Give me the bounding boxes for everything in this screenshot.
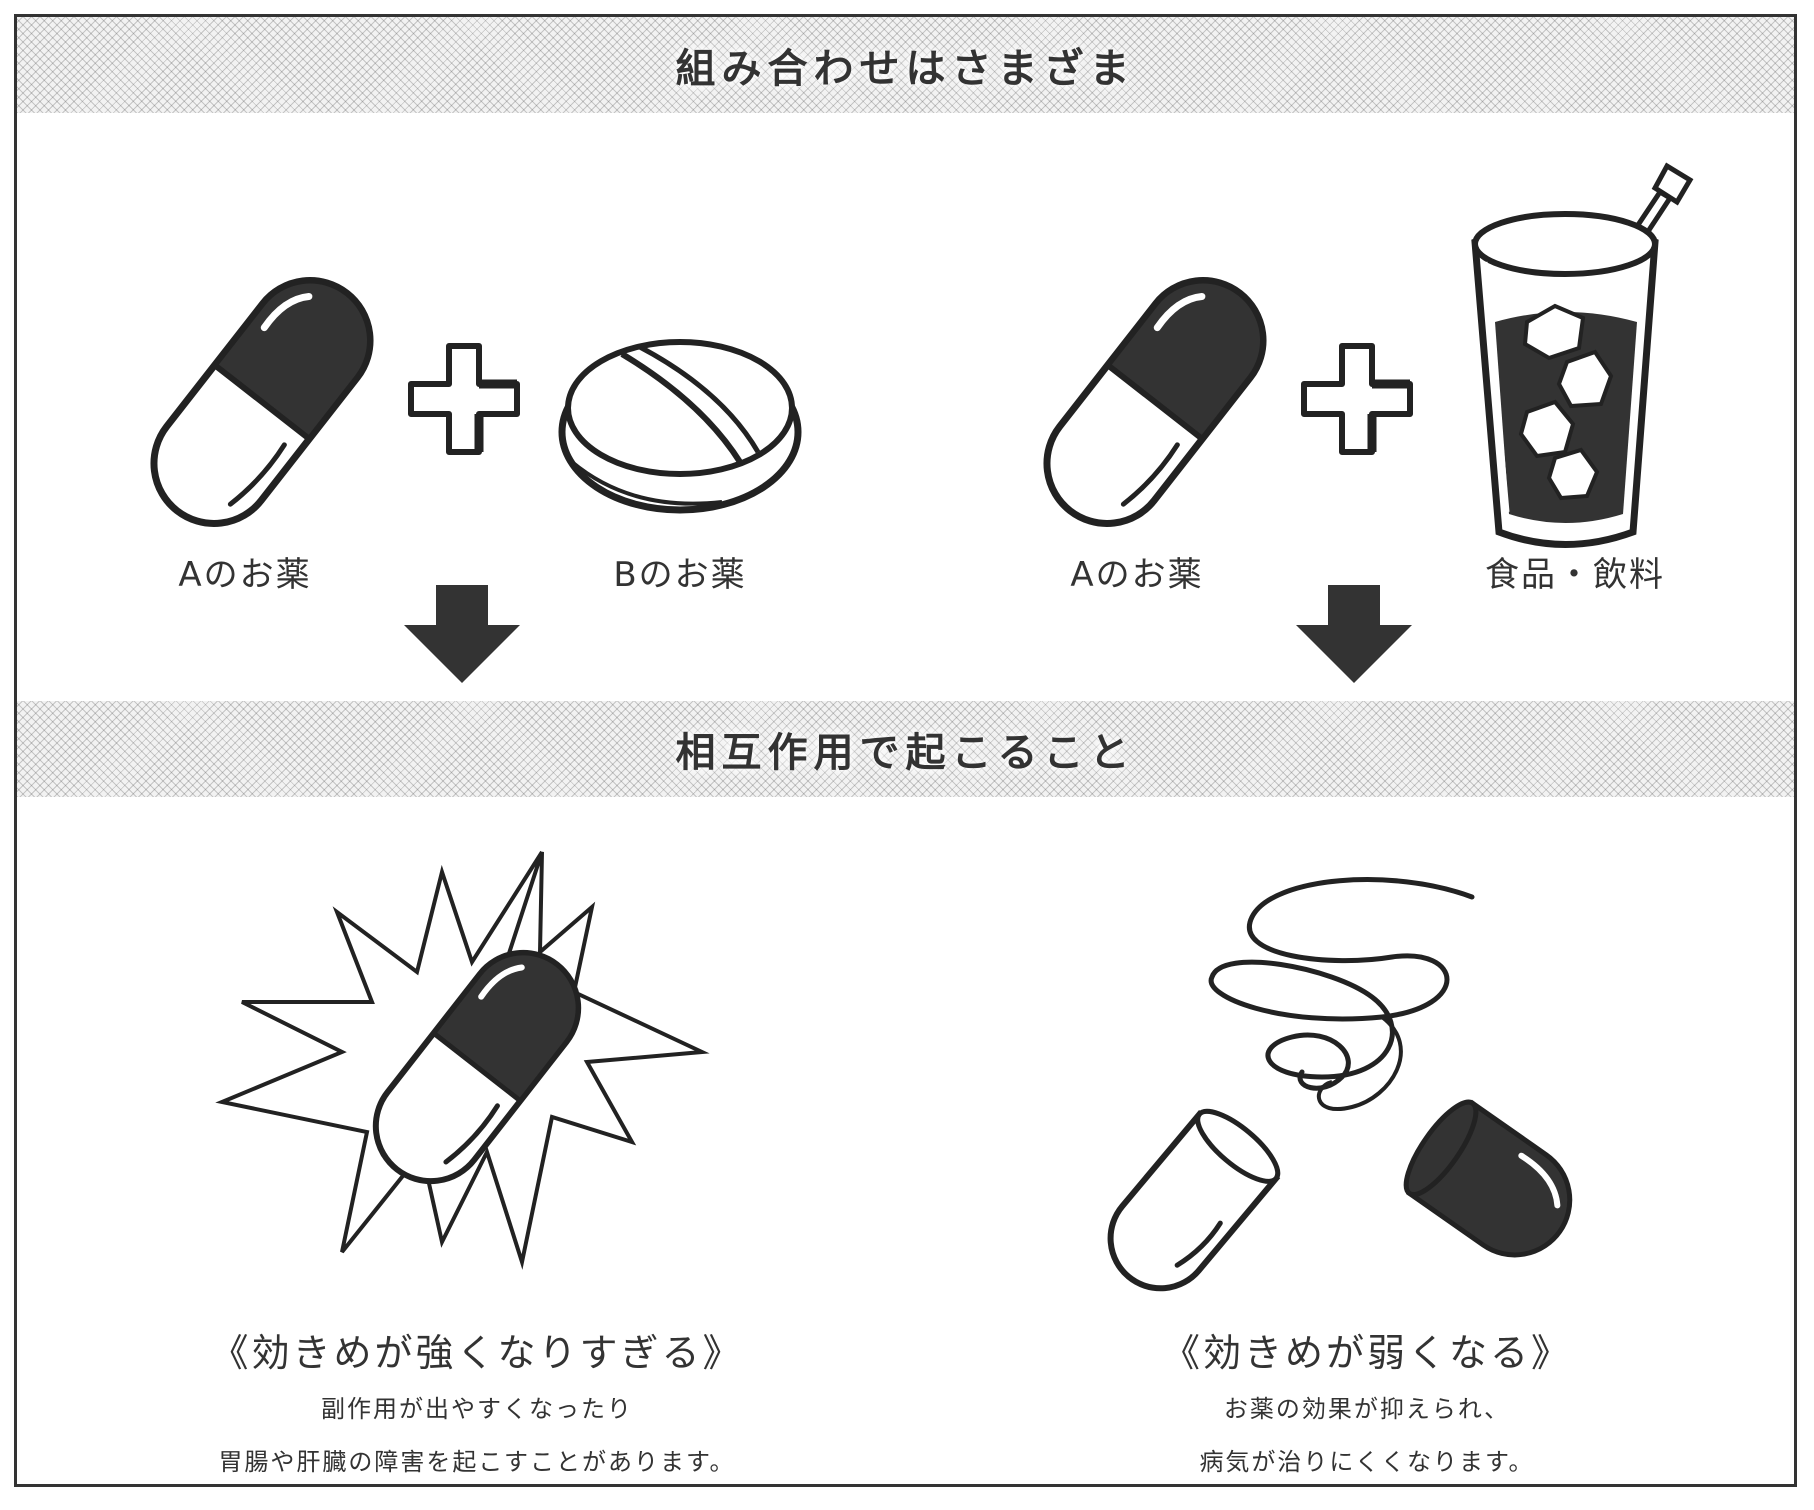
plus-icon bbox=[1301, 343, 1413, 455]
tablet-icon bbox=[558, 339, 802, 514]
capsule-icon bbox=[150, 277, 374, 527]
effect2-line2: 病気が治りにくくなります。 bbox=[1199, 1448, 1535, 1476]
infographic-frame: 組み合わせはさまざま Aのお薬 Bのお薬 bbox=[14, 14, 1797, 1487]
effect2-title: 《効きめが弱くなる》 bbox=[1161, 1331, 1573, 1375]
down-arrow-icon bbox=[404, 585, 520, 683]
combo1-right-label: Bのお薬 bbox=[613, 555, 747, 595]
effect2-line1: お薬の効果が抑えられ、 bbox=[1223, 1395, 1511, 1423]
interactions-title: 相互作用で起こること bbox=[675, 729, 1136, 776]
combo2-right-label: 食品・飲料 bbox=[1485, 555, 1665, 595]
combo2-left-label: Aのお薬 bbox=[1070, 555, 1204, 595]
effect1-line2: 胃腸や肝臓の障害を起こすことがあります。 bbox=[218, 1448, 736, 1476]
combinations-header: 組み合わせはさまざま bbox=[17, 17, 1794, 113]
combo1-left-label: Aのお薬 bbox=[178, 555, 312, 595]
plus-icon bbox=[408, 343, 520, 455]
burst-capsule-icon bbox=[215, 850, 710, 1270]
capsule-icon bbox=[1043, 277, 1267, 527]
interactions-header: 相互作用で起こること bbox=[17, 701, 1794, 797]
broken-capsule-icon bbox=[1107, 877, 1573, 1292]
combinations-title: 組み合わせはさまざま bbox=[675, 45, 1136, 92]
down-arrow-icon bbox=[1296, 585, 1412, 683]
effect1-line1: 副作用が出やすくなったり bbox=[321, 1395, 633, 1423]
drink-glass-icon bbox=[1471, 162, 1694, 548]
effect1-title: 《効きめが強くなりすぎる》 bbox=[210, 1331, 744, 1375]
